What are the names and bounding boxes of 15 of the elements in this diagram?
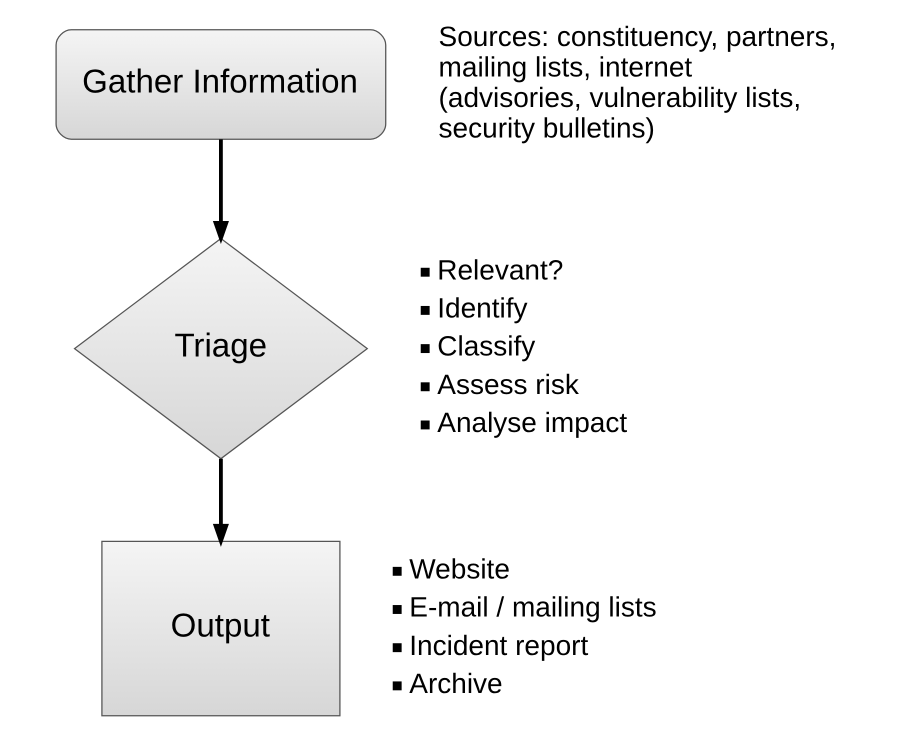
node-label: Classify (437, 330, 536, 362)
node-label: Assess risk (437, 368, 579, 400)
node-box: Gather Information (55, 29, 386, 140)
node-label: Archive (409, 668, 503, 699)
node-label: Website (409, 553, 510, 584)
node-label: Sources: constituency, partners, mailing lists, internet (advisories, vulnerability lists, security bulletins) (438, 20, 836, 144)
node-label: Identify (437, 292, 528, 324)
arrow (212, 458, 229, 547)
node-label: Relevant? (437, 254, 564, 286)
node-label: Incident report (409, 630, 588, 661)
node-box: Output (101, 540, 341, 716)
node-label: Analyse impact (437, 407, 628, 438)
node-diamond: Triage (73, 238, 368, 460)
arrow (212, 139, 229, 244)
node-label: E-mail / mailing lists (409, 592, 657, 623)
